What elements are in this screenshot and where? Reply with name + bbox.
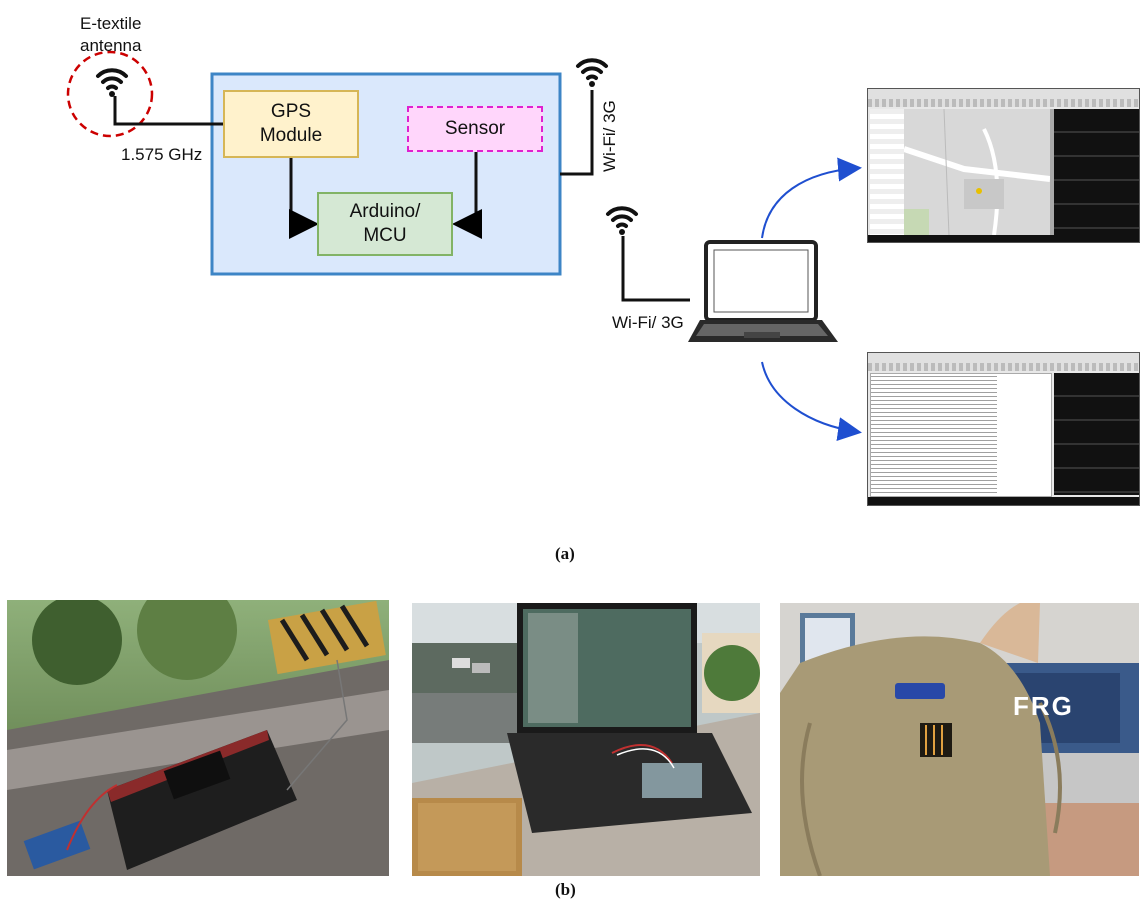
laptop-icon xyxy=(688,240,838,342)
photo-device-setup xyxy=(7,600,389,876)
frequency-label: 1.575 GHz xyxy=(121,145,203,164)
wifi-line-laptop xyxy=(621,236,690,302)
caption-b: (b) xyxy=(555,880,576,899)
photo-uniform: FRG xyxy=(780,603,1139,876)
sensor-box: Sensor xyxy=(407,106,543,152)
gps-module-box: GPS Module xyxy=(223,90,359,158)
map-screenshot xyxy=(867,88,1140,243)
sensor-to-mcu-arrow xyxy=(452,152,482,239)
wifi-icon xyxy=(606,206,638,237)
photo-laptop-test xyxy=(412,603,760,876)
caption-a: (a) xyxy=(555,544,575,563)
wifi-label-laptop: Wi-Fi/ 3G xyxy=(612,313,684,332)
gps-to-mcu-arrow xyxy=(289,158,319,239)
wifi-icon xyxy=(576,58,608,89)
antenna-circle xyxy=(66,50,154,138)
wifi-label-vertical: Wi-Fi/ 3G xyxy=(600,100,619,172)
arrow-to-map xyxy=(761,157,862,239)
terminal-screenshot xyxy=(867,352,1140,506)
frg-badge-text: FRG xyxy=(1013,691,1074,721)
wifi-icon xyxy=(96,68,128,99)
mcu-box: Arduino/ MCU xyxy=(317,192,453,256)
antenna-line xyxy=(113,96,225,126)
antenna-label: E-textile antenna xyxy=(80,14,142,55)
arrow-to-terminal xyxy=(761,361,862,441)
wifi-line-box xyxy=(560,90,594,176)
